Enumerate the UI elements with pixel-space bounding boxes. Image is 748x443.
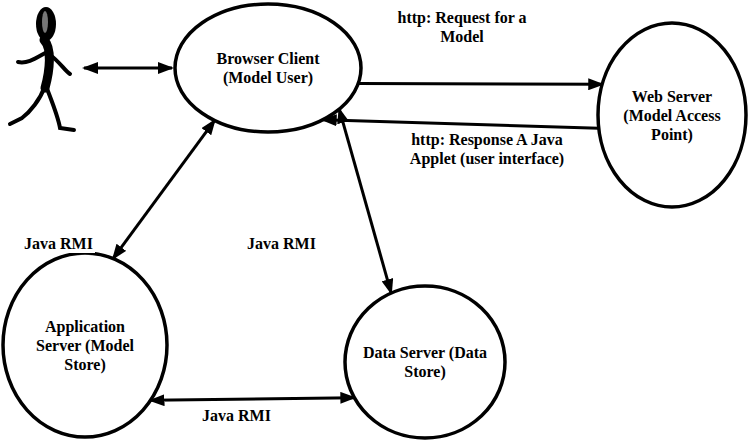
connector-arrow <box>150 398 354 401</box>
stick-figure <box>10 7 74 130</box>
node-label: Application Server (Model Store) <box>15 317 155 374</box>
connector-label: Java RMI <box>200 406 273 425</box>
server-circle: Data Server (Data Store) <box>343 284 507 440</box>
connector-label: http: Request for a Model <box>385 8 539 46</box>
node-label: Browser Client (Model User) <box>188 49 348 87</box>
connector-arrow <box>113 120 215 258</box>
server-circle: Application Server (Model Store) <box>1 251 169 439</box>
circle-outline <box>343 284 507 440</box>
user-arrow <box>84 67 172 70</box>
circle-outline <box>173 2 363 134</box>
connector-label: Java RMI <box>22 234 95 253</box>
connector-arrow <box>339 109 391 293</box>
connector-arrow <box>323 120 599 129</box>
server-circle: Web Server (Model Access Point) <box>596 21 748 209</box>
connector-label: Java RMI <box>245 234 318 253</box>
node-label: Web Server (Model Access Point) <box>610 87 734 144</box>
connector-label: http: Response A Java Applet (user inter… <box>395 130 579 168</box>
server-circle: Browser Client (Model User) <box>173 2 363 134</box>
node-label: Data Server (Data Store) <box>355 343 495 381</box>
connector-arrow <box>358 82 602 86</box>
